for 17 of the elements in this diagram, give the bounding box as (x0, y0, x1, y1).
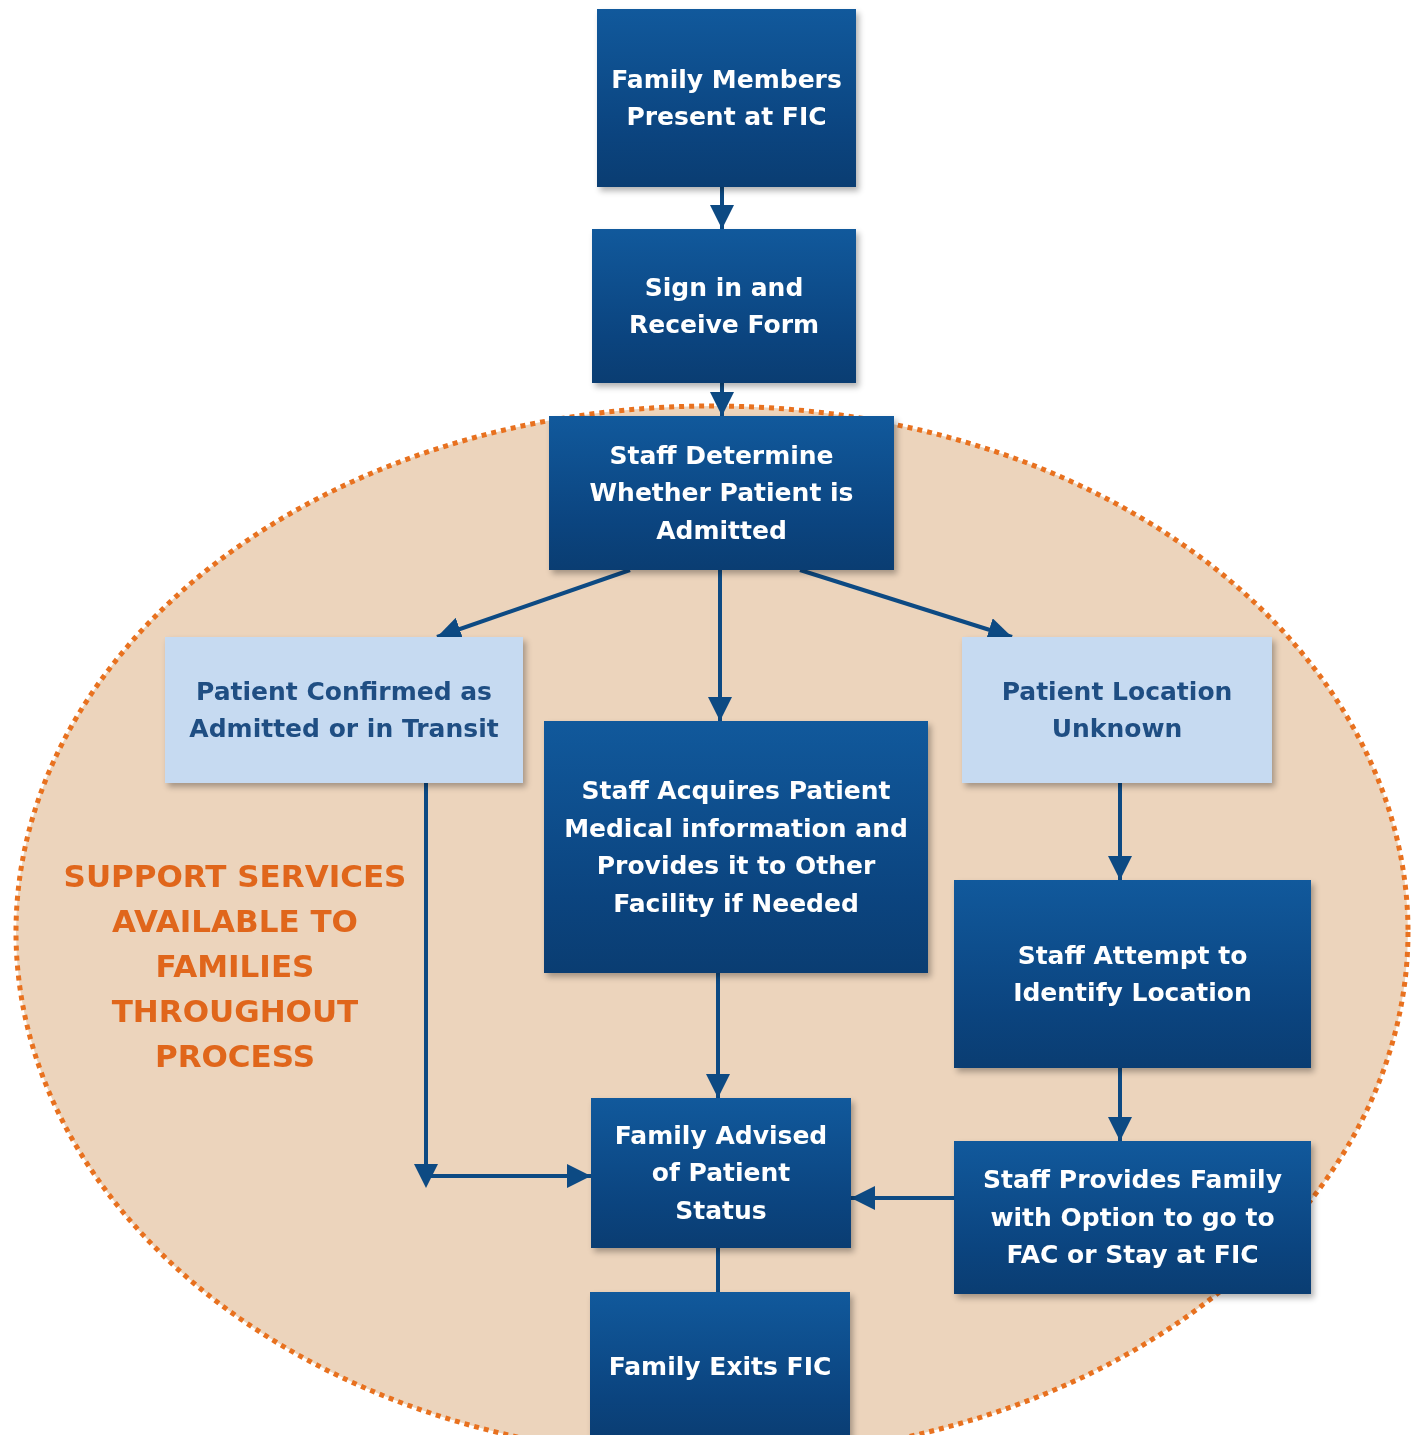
arrow (710, 383, 734, 416)
process-box: Patient Location Unknown (962, 637, 1272, 783)
process-box: Family Advised of Patient Status (591, 1098, 851, 1248)
arrow (1108, 783, 1132, 880)
arrow (1108, 1068, 1132, 1141)
process-box: Staff Acquires Patient Medical information and Provides it to Other Facility if Needed (544, 721, 928, 973)
process-box: Patient Confirmed as Admitted or in Transit (165, 637, 523, 783)
process-box: Family Exits FIC (590, 1292, 850, 1435)
arrow (708, 570, 732, 721)
arrow (851, 1186, 954, 1210)
process-box: Sign in and Receive Form (592, 229, 856, 383)
arrow (414, 783, 591, 1188)
arrow (710, 187, 734, 229)
arrow (706, 973, 730, 1098)
area-heading: SUPPORT SERVICES AVAILABLE TO FAMILIES THROUGHOUT PROCESS (62, 857, 408, 1076)
process-box: Family Members Present at FIC (597, 9, 856, 187)
process-box: Staff Attempt to Identify Location (954, 880, 1311, 1068)
